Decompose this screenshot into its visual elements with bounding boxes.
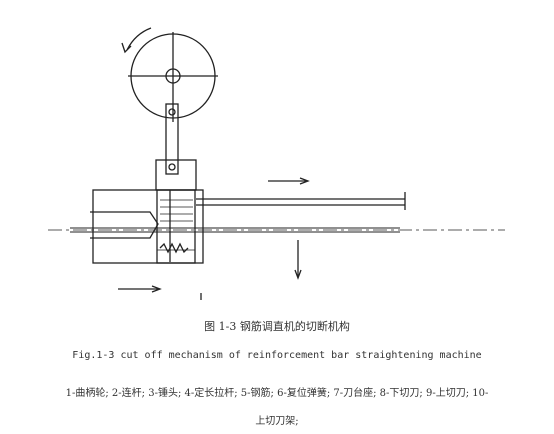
figure-caption-chinese: 图 1-3 钢筋调直机的切断机构 — [204, 320, 350, 333]
reinforcement-bar — [70, 227, 400, 233]
upper-blade-hatching — [160, 199, 193, 222]
lower-cutter — [90, 211, 159, 239]
parts-legend-line-2: 上切刀架; — [255, 416, 299, 427]
cutoff-mechanism-diagram — [48, 27, 505, 300]
motion-arrow-right-bottom — [118, 285, 162, 293]
figure-caption-english: Fig.1-3 cut off mechanism of reinforceme… — [72, 350, 482, 361]
crank-wheel — [128, 32, 218, 122]
rotation-arrow — [121, 27, 152, 54]
hammer-head — [155, 159, 197, 191]
motion-arrow-down — [294, 240, 302, 280]
return-spring — [157, 242, 195, 254]
length-pull-rod — [196, 192, 406, 210]
connecting-rod — [165, 103, 179, 175]
parts-legend-line-1: 1-曲柄轮; 2-连杆; 3-锤头; 4-定长拉杆; 5-钢筋; 6-复位弹簧;… — [65, 388, 489, 399]
blade-seat-housing — [92, 189, 204, 264]
motion-arrow-right-top — [268, 177, 310, 185]
